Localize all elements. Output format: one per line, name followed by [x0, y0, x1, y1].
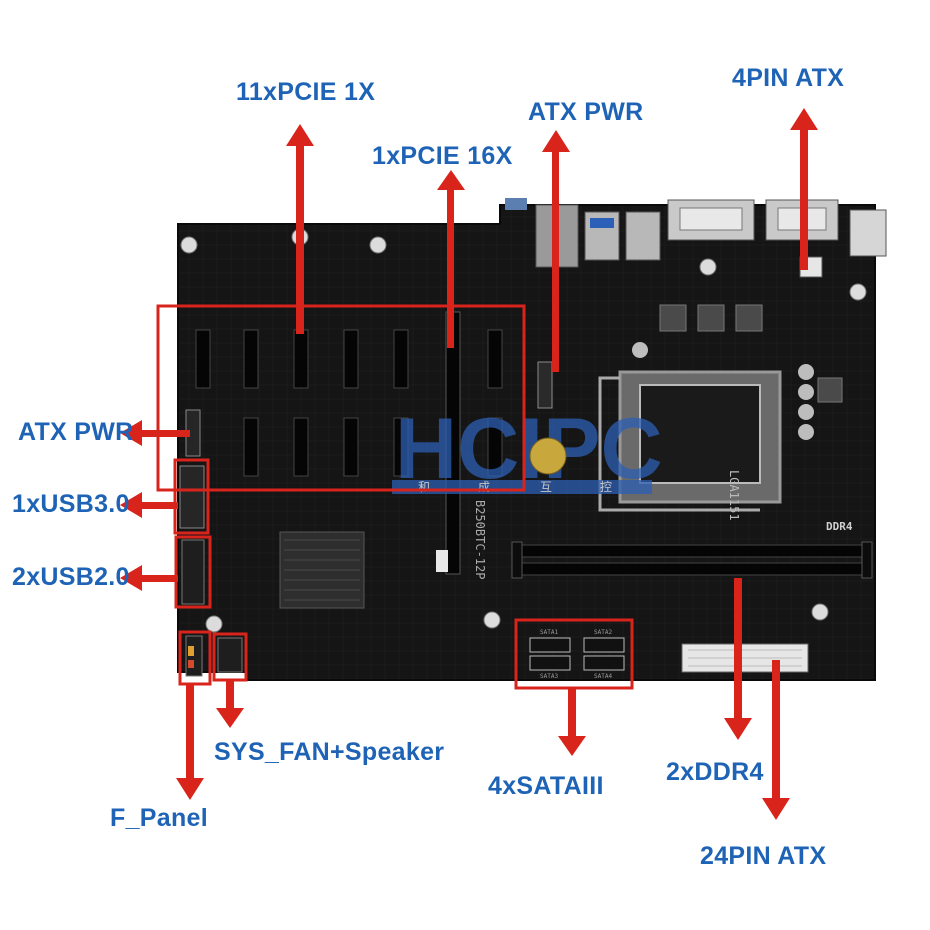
usb20-highlight-box	[174, 535, 212, 609]
pcie-1x-slot	[243, 417, 259, 477]
pcie-16x-latch	[436, 550, 448, 572]
pcie-1x-slot	[393, 417, 409, 477]
label-usb30: 1xUSB3.0	[12, 490, 130, 518]
label-sys-fan: SYS_FAN+Speaker	[214, 738, 445, 766]
pcie-1x-slot	[293, 417, 309, 477]
sata-print-2: SATA2	[594, 629, 612, 636]
sata-port	[529, 637, 571, 653]
label-usb20: 2xUSB2.0	[12, 563, 130, 591]
sata-print-4: SATA4	[594, 673, 612, 680]
watermark-cn-2: 成	[478, 480, 490, 494]
ps2-port	[849, 209, 887, 257]
vrm-chokes	[632, 304, 843, 440]
pcie-highlight-box	[156, 304, 526, 492]
sata-print-3: SATA3	[540, 673, 558, 680]
model-print: B250BTC-12P	[473, 500, 487, 579]
watermark: HCIPC 和 成 互 控	[392, 401, 663, 497]
sys-fan-header	[217, 637, 243, 673]
usb20-header	[181, 539, 205, 605]
ddr4-print: DDR4	[826, 520, 853, 533]
label-sata: 4xSATAIII	[488, 772, 604, 800]
usb30-header	[179, 465, 205, 529]
pcie-1x-slot	[293, 329, 309, 389]
pcie-1x-slot	[195, 329, 211, 389]
watermark-cn-4: 控	[600, 480, 612, 494]
ddr4-slot	[517, 544, 871, 558]
pcie-1x-slot	[343, 329, 359, 389]
label-ddr4: 2xDDR4	[666, 758, 764, 786]
label-f-panel: F_Panel	[110, 804, 208, 832]
label-4pin-atx: 4PIN ATX	[732, 64, 845, 92]
pcie-1x-slot	[487, 417, 503, 477]
sata-print-1: SATA1	[540, 629, 558, 636]
pcie-1x-slot	[487, 329, 503, 389]
socket-print: LGA1151	[727, 470, 741, 521]
ddr4-slot	[517, 562, 871, 576]
label-pcie-16x: 1xPCIE 16X	[372, 142, 513, 170]
watermark-cn-1: 和	[418, 480, 430, 494]
label-atx-pwr-left: ATX PWR	[18, 418, 134, 446]
audio-jack	[505, 198, 527, 210]
sata-port	[529, 655, 571, 671]
pcie-1x-slot	[343, 417, 359, 477]
label-pcie-1x: 11xPCIE 1X	[236, 78, 376, 106]
bios-battery	[529, 437, 567, 475]
watermark-cn-3: 互	[540, 480, 552, 494]
usb3-rear-tongue	[590, 218, 614, 228]
sata-port	[583, 655, 625, 671]
ddr4-slots: DDR4	[511, 520, 873, 579]
motherboard: LGA1151	[177, 198, 887, 681]
pcie-1x-slot	[393, 329, 409, 389]
label-atx-pwr-top: ATX PWR	[528, 98, 644, 126]
f-panel-highlight-box	[178, 630, 212, 686]
label-24pin-atx: 24PIN ATX	[700, 842, 827, 870]
arrows	[120, 108, 818, 820]
pcie-1x-slots	[195, 329, 503, 477]
pcie-1x-slot	[243, 329, 259, 389]
sata-ports: SATA1 SATA2 SATA3 SATA4	[529, 629, 625, 680]
atx-pwr-top-connector	[537, 361, 553, 409]
sata-port	[583, 637, 625, 653]
usb-rear-port-2	[625, 211, 661, 261]
usb30-highlight-box	[173, 458, 210, 535]
